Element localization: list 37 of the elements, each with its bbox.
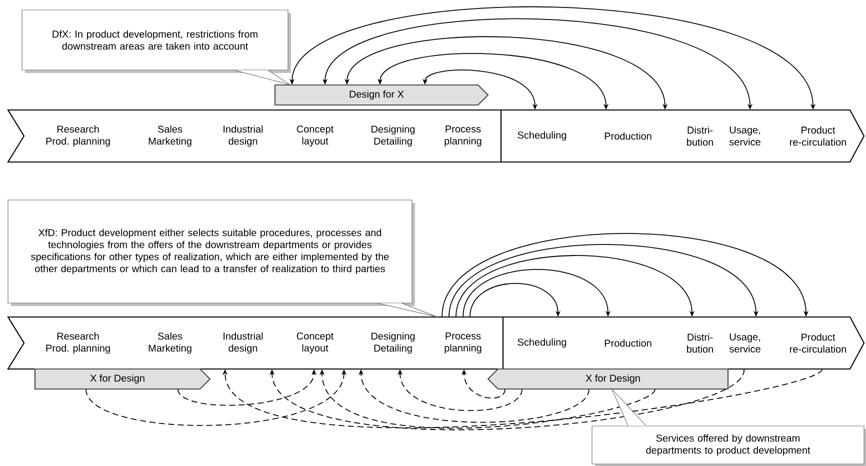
stage-label: Research Prod. planning (46, 125, 110, 147)
curved-arrow (462, 269, 611, 318)
chevron-tag: X for Design (487, 368, 729, 390)
stage-label: Concept layout (296, 125, 334, 147)
callout-pointer (611, 388, 646, 426)
stage-label: Process planning (444, 332, 482, 354)
chevron-tag: X for Design (34, 368, 211, 390)
stage-label: Distri- bution (687, 126, 713, 146)
curved-arrow (442, 233, 809, 318)
curved-arrow (448, 244, 759, 318)
stage-label: Industrial design (224, 332, 263, 354)
stage-label: Scheduling (518, 131, 566, 141)
callout-pointer (378, 303, 438, 318)
stage-label: Concept layout (296, 332, 334, 354)
stage-label: Product re-circulation (790, 333, 846, 353)
process-band (7, 109, 865, 163)
stage-label: Designing Detailing (372, 332, 415, 354)
stage-label: Production (604, 339, 652, 347)
stage-label: Product re-circulation (790, 126, 846, 146)
curved-arrow (470, 283, 561, 318)
curved-arrow (456, 255, 695, 318)
stage-label: Usage, service (729, 334, 760, 352)
dashed-curved-arrow (222, 368, 822, 428)
callout-box: XfD: Product development either selects suitable procedures, processes and technologies from the offers of the downstream departments or provides specifications for other types of realization, which are either implemented by the other departments or which can lead to a transfer of realization to third parties (8, 200, 415, 306)
chevron-tag: Design for X (274, 84, 489, 106)
stage-label: Sales Marketing (148, 332, 192, 354)
stage-label: Designing Detailing (372, 125, 415, 147)
stage-label: Scheduling (518, 338, 566, 348)
process-band (7, 316, 865, 370)
stage-label: Sales Marketing (148, 125, 192, 147)
stage-label: Production (604, 132, 652, 140)
stage-label: Research Prod. planning (46, 332, 110, 354)
stage-label: Usage, service (729, 126, 760, 146)
callout-pointer (234, 70, 292, 86)
stage-label: Process planning (444, 126, 482, 146)
stage-label: Distri- bution (687, 333, 713, 353)
stage-label: Industrial design (224, 125, 263, 147)
